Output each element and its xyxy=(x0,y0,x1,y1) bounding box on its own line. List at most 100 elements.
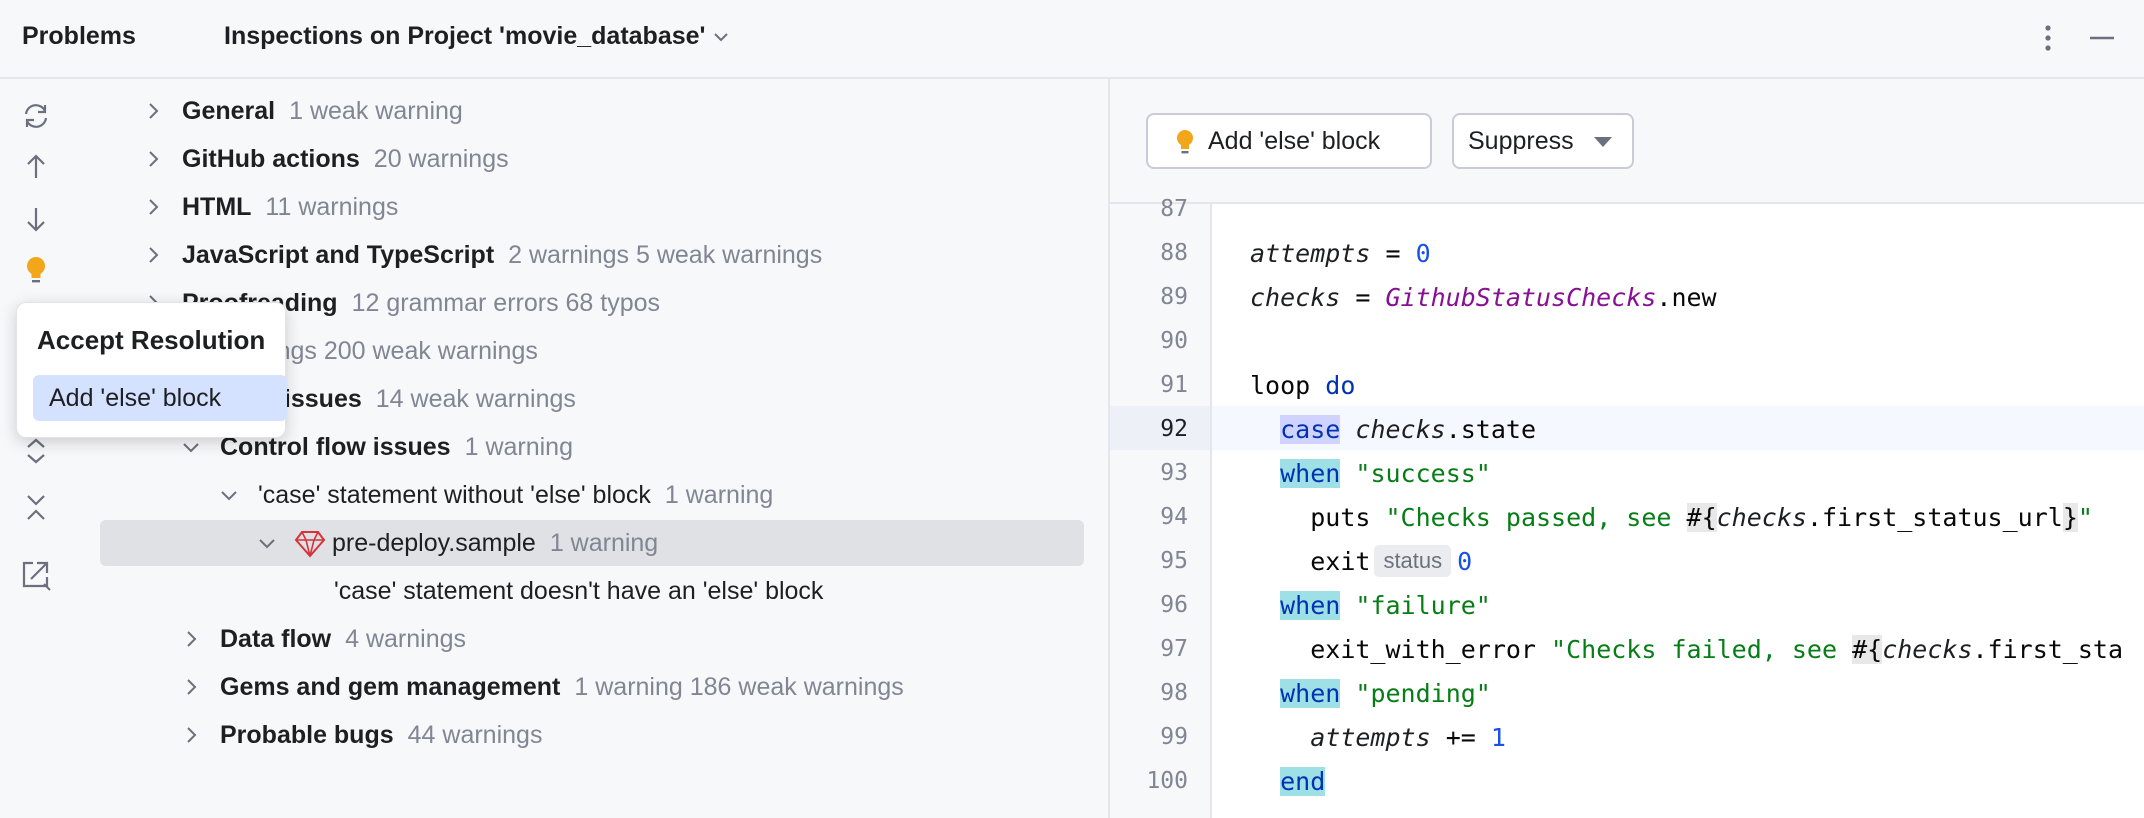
tree-item-label: General xyxy=(182,97,276,125)
editor-toolbar: Add 'else' block Suppress xyxy=(1110,79,2144,204)
bulb-icon xyxy=(1177,130,1193,154)
line-number-gutter: 87 88 89 90 91 92 93 94 95 96 97 98 99 1… xyxy=(1110,196,1212,818)
tree-item-probable-bugs[interactable]: Probable bugs 44 warnings xyxy=(0,711,1108,759)
tree-item-count: 20 warnings xyxy=(373,145,509,173)
tree-item-javascript[interactable]: JavaScript and TypeScript 2 warnings 5 we… xyxy=(0,231,1108,279)
line-number: 98 xyxy=(1160,680,1188,706)
add-else-button[interactable]: Add 'else' block xyxy=(1146,113,1432,169)
line-number: 91 xyxy=(1160,372,1188,398)
tree-item-general[interactable]: General 1 weak warning xyxy=(0,87,1108,135)
minimize-icon[interactable] xyxy=(2086,22,2118,54)
popup-title: Accept Resolution xyxy=(37,325,266,355)
tree-item-count: 11 warnings xyxy=(265,193,399,221)
tree-item-label: pre-deploy.sample xyxy=(332,529,536,557)
line-number: 89 xyxy=(1160,284,1188,310)
more-options-icon[interactable] xyxy=(2036,22,2060,54)
problems-header: Problems Inspections on Project 'movie_d… xyxy=(0,0,2144,79)
code-line-92: case checks.state xyxy=(1280,415,1537,444)
chevron-down-icon[interactable] xyxy=(219,485,239,505)
parameter-hint: status xyxy=(1374,545,1452,577)
tree-item-pre-deploy[interactable]: pre-deploy.sample 1 warning xyxy=(0,519,1108,567)
chevron-down-icon[interactable] xyxy=(712,28,730,46)
tree-item-data-flow[interactable]: Data flow 4 warnings xyxy=(0,615,1108,663)
line-number: 99 xyxy=(1160,724,1188,750)
refresh-icon[interactable] xyxy=(18,98,54,134)
suppress-label: Suppress xyxy=(1468,126,1574,155)
line-number-current: 92 xyxy=(1160,416,1188,442)
line-number: 96 xyxy=(1160,592,1188,618)
popup-item-add-else[interactable]: Add 'else' block xyxy=(33,375,287,421)
chevron-right-icon[interactable] xyxy=(143,245,163,265)
tree-item-label: 'case' statement without 'else' block xyxy=(258,481,651,509)
chevron-right-icon[interactable] xyxy=(181,725,201,745)
tree-item-count: 2 warnings 5 weak warnings xyxy=(508,241,823,269)
current-line-gutter xyxy=(1110,406,1210,450)
line-number: 100 xyxy=(1146,768,1188,794)
arrow-down-icon[interactable] xyxy=(18,201,54,237)
chevron-right-icon[interactable] xyxy=(143,197,163,217)
tree-item-count: 1 weak warning xyxy=(289,97,463,125)
bulb-icon[interactable] xyxy=(18,252,54,288)
tree-item-count: 1 warning xyxy=(549,529,659,557)
tree-item-github-actions[interactable]: GitHub actions 20 warnings xyxy=(0,135,1108,183)
panel-title: Problems xyxy=(22,22,136,50)
tree-item-label: Data flow xyxy=(220,625,332,653)
tree-item-count: 1 warning xyxy=(664,481,774,509)
tree-item-label: HTML xyxy=(182,193,252,221)
tree-item-html[interactable]: HTML 11 warnings xyxy=(0,183,1108,231)
tree-item-count: 14 weak warnings xyxy=(375,385,576,413)
code-line-96: when "failure" xyxy=(1280,591,1491,620)
code-line-94: puts "Checks passed, see #{checks.first_… xyxy=(1310,503,2093,532)
collapse-icon[interactable] xyxy=(18,490,54,526)
tab-inspections[interactable]: Inspections on Project 'movie_database' xyxy=(224,22,706,50)
code-line-100: end xyxy=(1280,767,1326,796)
tree-item-problem-description[interactable]: 'case' statement doesn't have an 'else' … xyxy=(0,567,1108,615)
tree-item-count: 12 grammar errors 68 typos xyxy=(351,289,661,317)
code-line-98: when "pending" xyxy=(1280,679,1491,708)
tree-item-label: 'case' statement doesn't have an 'else' … xyxy=(334,577,824,605)
problems-tree: General 1 weak warning GitHub actions 20 w… xyxy=(0,79,1108,818)
code-line-89: checks = GithubStatusChecks.new xyxy=(1250,283,1717,312)
dropdown-arrow-icon xyxy=(1594,137,1612,147)
tree-item-label: GitHub actions xyxy=(182,145,360,173)
accept-resolution-popup: Accept Resolution Add 'else' block xyxy=(16,302,287,438)
tree-item-count: 4 warnings xyxy=(345,625,467,653)
tree-item-gems[interactable]: Gems and gem management 1 warning 186 wea… xyxy=(0,663,1108,711)
add-else-label: Add 'else' block xyxy=(1208,126,1381,155)
tree-item-count: 1 warning xyxy=(464,433,573,461)
code-line-91: loop do xyxy=(1250,371,1356,400)
code-line-93: when "success" xyxy=(1280,459,1491,488)
tree-item-label: Probable bugs xyxy=(220,721,394,749)
chevron-right-icon[interactable] xyxy=(143,149,163,169)
export-icon[interactable] xyxy=(18,556,54,592)
tree-item-count: 1 warning 186 weak warnings xyxy=(574,673,904,701)
line-number: 97 xyxy=(1160,636,1188,662)
line-number: 93 xyxy=(1160,460,1188,486)
suppress-dropdown[interactable]: Suppress xyxy=(1452,113,1634,169)
code-line-99: attempts += 1 xyxy=(1310,723,1506,752)
chevron-right-icon[interactable] xyxy=(181,629,201,649)
tree-item-case-without-else[interactable]: 'case' statement without 'else' block 1 w… xyxy=(0,471,1108,519)
line-number: 94 xyxy=(1160,504,1188,530)
tree-item-count: 44 warnings xyxy=(407,721,543,749)
line-number: 87 xyxy=(1160,196,1188,222)
tree-item-label: JavaScript and TypeScript xyxy=(182,241,495,269)
chevron-down-icon[interactable] xyxy=(181,437,201,457)
current-line-highlight xyxy=(1212,406,2144,450)
line-number: 90 xyxy=(1160,328,1188,354)
line-number: 95 xyxy=(1160,548,1188,574)
panel-divider[interactable] xyxy=(1108,79,1110,818)
expand-icon[interactable] xyxy=(18,436,54,472)
chevron-right-icon[interactable] xyxy=(143,101,163,121)
line-number: 88 xyxy=(1160,240,1188,266)
code-line-97: exit_with_error "Checks failed, see #{ch… xyxy=(1310,635,2124,664)
chevron-down-icon[interactable] xyxy=(257,533,277,553)
arrow-up-icon[interactable] xyxy=(18,149,54,185)
ruby-gem-icon xyxy=(294,531,326,558)
code-line-88: attempts = 0 xyxy=(1250,239,1431,268)
code-editor[interactable]: attempts = 0 checks = GithubStatusChecks… xyxy=(1212,204,2144,818)
chevron-right-icon[interactable] xyxy=(181,677,201,697)
tree-item-label: Gems and gem management xyxy=(220,673,561,701)
